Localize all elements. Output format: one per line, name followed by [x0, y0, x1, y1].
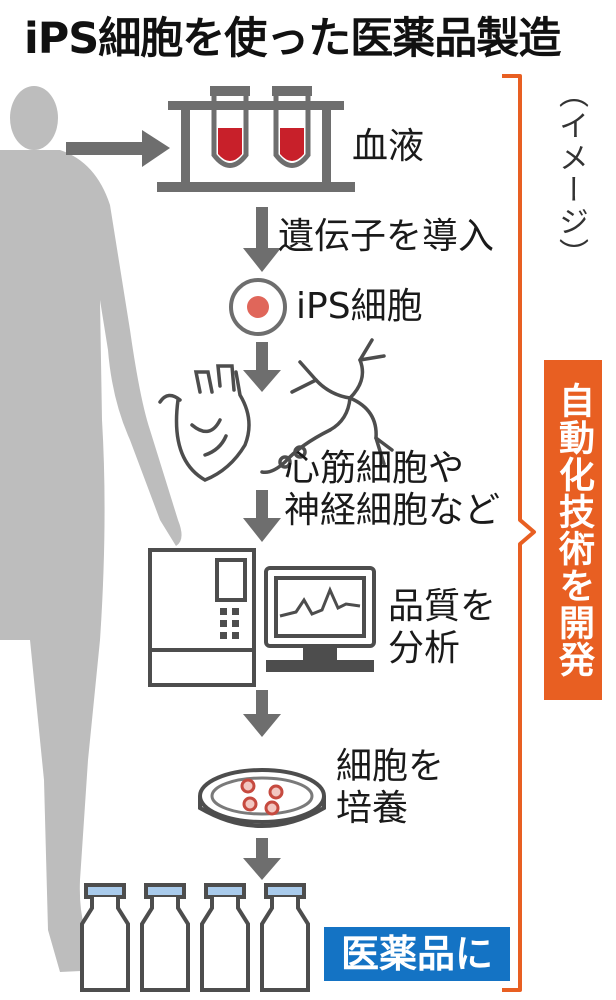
diagram-title: iPS細胞を使った医薬品製造 — [24, 14, 561, 64]
arrow-down-cells-icon — [243, 342, 281, 392]
vial-icon — [140, 883, 190, 992]
arrow-body-to-blood-icon — [66, 130, 170, 167]
arrow-down-culture-icon — [243, 690, 281, 737]
test-tube-rack-icon — [157, 86, 355, 192]
label-ips-cell: iPS細胞 — [296, 286, 423, 327]
label-gene-introduction: 遺伝子を導入 — [278, 216, 495, 257]
heart-cell-icon — [158, 364, 251, 482]
automation-bracket-icon — [502, 74, 536, 992]
analyzer-machine-icon — [148, 548, 256, 687]
monitor-icon — [264, 566, 376, 672]
arrow-down-gene-icon — [243, 207, 281, 272]
ips-cell-icon — [229, 278, 287, 336]
vial-icon — [260, 883, 310, 992]
image-note: （イメージ） — [553, 78, 588, 270]
arrow-down-analysis-icon — [243, 490, 281, 542]
label-cells-line1: 心筋細胞や — [284, 448, 465, 489]
label-culture-line1: 細胞を — [336, 746, 445, 787]
arrow-down-medicine-icon — [243, 838, 281, 880]
label-cells-line2: 神経細胞など — [284, 490, 501, 531]
medicine-badge: 医薬品に — [324, 927, 510, 981]
automation-badge: 自動化技術を開発 — [544, 360, 602, 700]
human-silhouette-icon — [0, 86, 182, 972]
neuron-cell-icon — [260, 338, 394, 475]
label-culture-line2: 培養 — [336, 788, 409, 829]
vial-icon — [200, 883, 250, 992]
label-blood: 血液 — [352, 126, 425, 167]
vial-icon — [80, 883, 130, 992]
label-analysis-line2: 分析 — [388, 628, 461, 669]
petri-dish-icon — [198, 768, 326, 828]
label-analysis-line1: 品質を — [388, 586, 497, 627]
